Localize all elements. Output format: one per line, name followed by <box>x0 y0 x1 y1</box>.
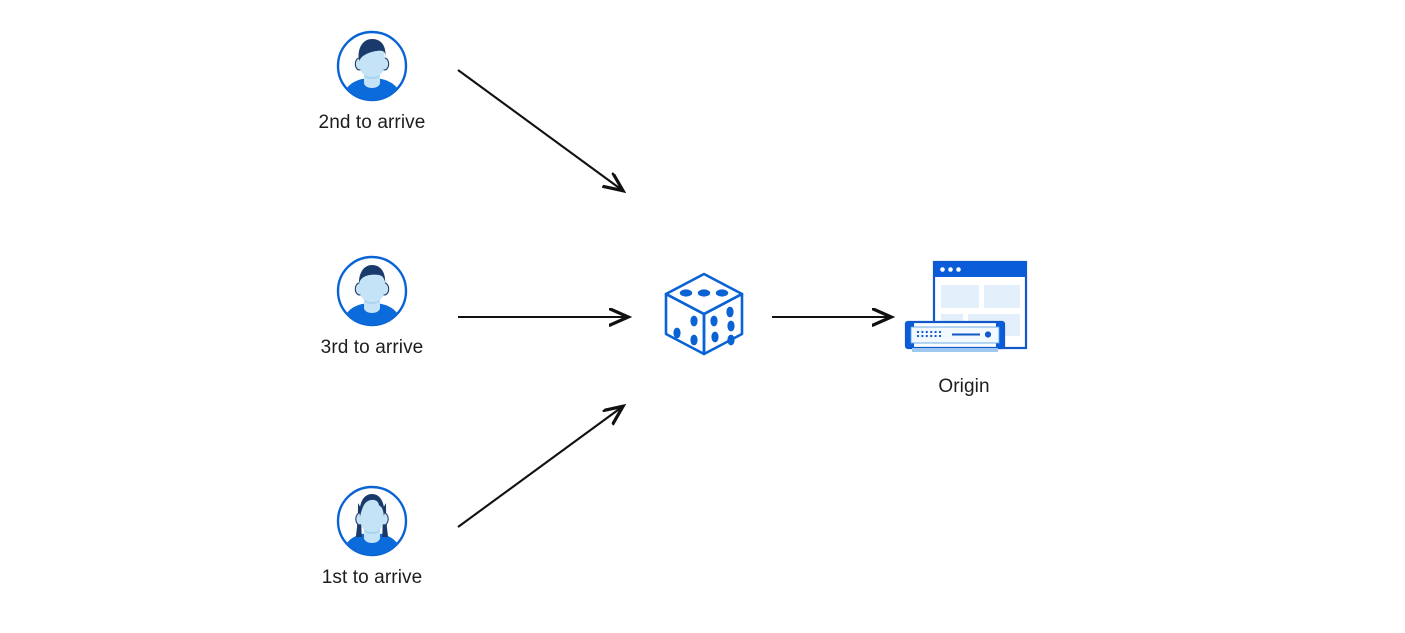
client-node-2nd[interactable]: 2nd to arrive <box>319 28 425 133</box>
arrow-1st-to-dice <box>457 407 622 528</box>
client-node-3rd[interactable]: 3rd to arrive <box>321 253 423 358</box>
origin-node[interactable]: Origin <box>898 258 1028 397</box>
arrow-2nd-to-dice <box>457 69 622 190</box>
client-label: 2nd to arrive <box>318 112 426 133</box>
user-avatar-icon <box>334 28 410 104</box>
user-avatar-icon <box>334 253 410 329</box>
user-avatar-icon <box>334 483 410 559</box>
randomizer-node[interactable] <box>656 266 752 362</box>
dice-icon <box>656 266 752 362</box>
client-node-1st[interactable]: 1st to arrive <box>322 483 422 588</box>
router-device <box>904 320 1006 352</box>
origin-label: Origin <box>938 376 990 397</box>
origin-server-icon <box>898 258 1028 358</box>
client-label: 3rd to arrive <box>320 337 424 358</box>
client-label: 1st to arrive <box>321 567 423 588</box>
